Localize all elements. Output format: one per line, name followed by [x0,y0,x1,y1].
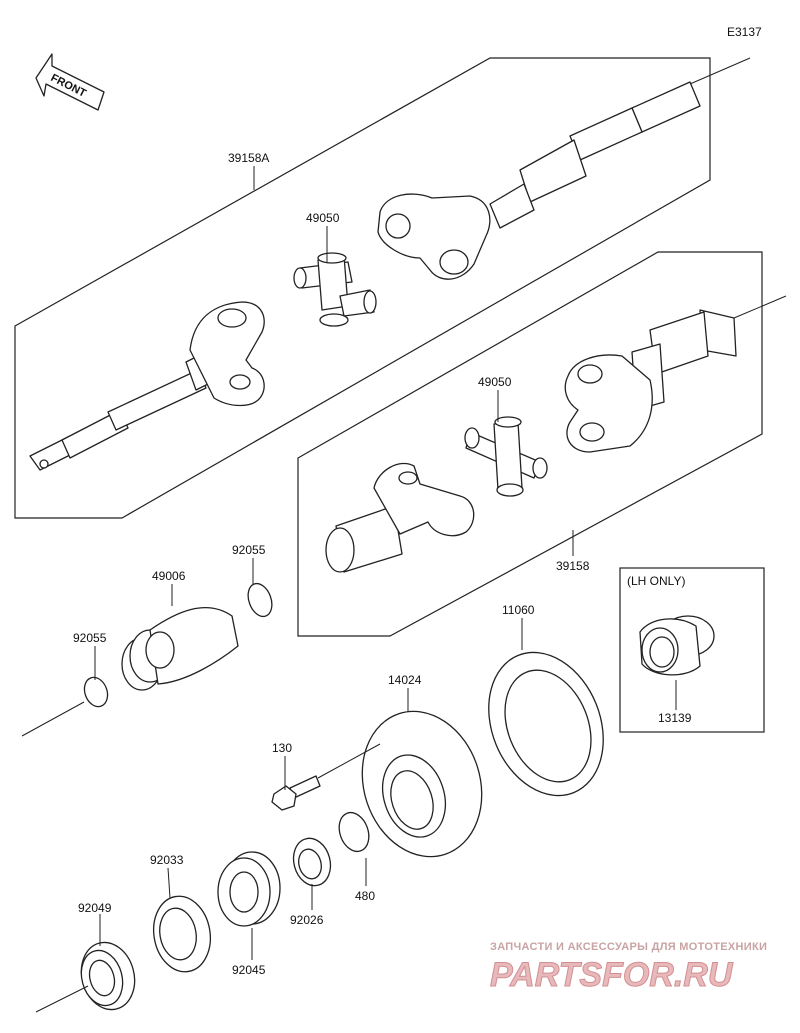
frame-39158A [14,57,711,519]
label-39158: 39158 [556,559,590,573]
part-92026-washer [292,837,332,887]
label-49050-lower: 49050 [478,375,512,389]
label-480: 480 [355,889,375,903]
shaft-39158-outer [564,309,737,453]
frame-lh-only [619,567,765,733]
watermark-tagline: ЗАПЧАСТИ И АКСЕССУАРЫ ДЛЯ МОТОТЕХНИКИ [490,941,767,953]
part-92033-snap-ring [152,895,212,973]
part-11060-gasket [488,651,604,797]
label-49006: 49006 [152,569,186,583]
shaft-39158-inner [325,462,475,573]
label-92055-upper: 92055 [232,543,266,557]
label-92049: 92049 [78,901,112,915]
part-130-bolt [271,775,321,811]
frame-39158 [297,251,763,637]
label-49050-upper: 49050 [306,211,340,225]
part-14024-housing [361,710,483,858]
label-92055-lower: 92055 [73,631,107,645]
lh-only-label: (LH ONLY) [627,574,685,588]
universal-joint-upper [293,252,377,327]
watermark-logo: PARTSFOR.RU [490,956,734,994]
label-92033: 92033 [150,853,184,867]
label-92045: 92045 [232,963,266,977]
label-14024: 14024 [388,673,422,687]
part-49006-boot [121,607,239,691]
label-130: 130 [272,741,292,755]
leader-lines [21,57,787,1013]
part-480-circlip [338,811,370,853]
shaft-39158A-outer [377,81,701,280]
front-arrow-icon: FRONT [35,53,105,111]
shaft-39158A-inner [29,301,265,471]
part-92049-seal [80,941,136,1011]
diagram-code: E3137 [727,25,762,39]
part-92055-ring-lower [83,676,109,708]
universal-joint-lower [464,416,548,497]
part-13139-collar [639,615,715,676]
part-92055-ring-upper [247,582,273,618]
label-13139: 13139 [658,711,692,725]
part-92045-bearing [217,851,281,927]
label-92026: 92026 [290,913,324,927]
label-11060: 11060 [502,603,535,617]
label-39158A: 39158A [228,151,269,165]
